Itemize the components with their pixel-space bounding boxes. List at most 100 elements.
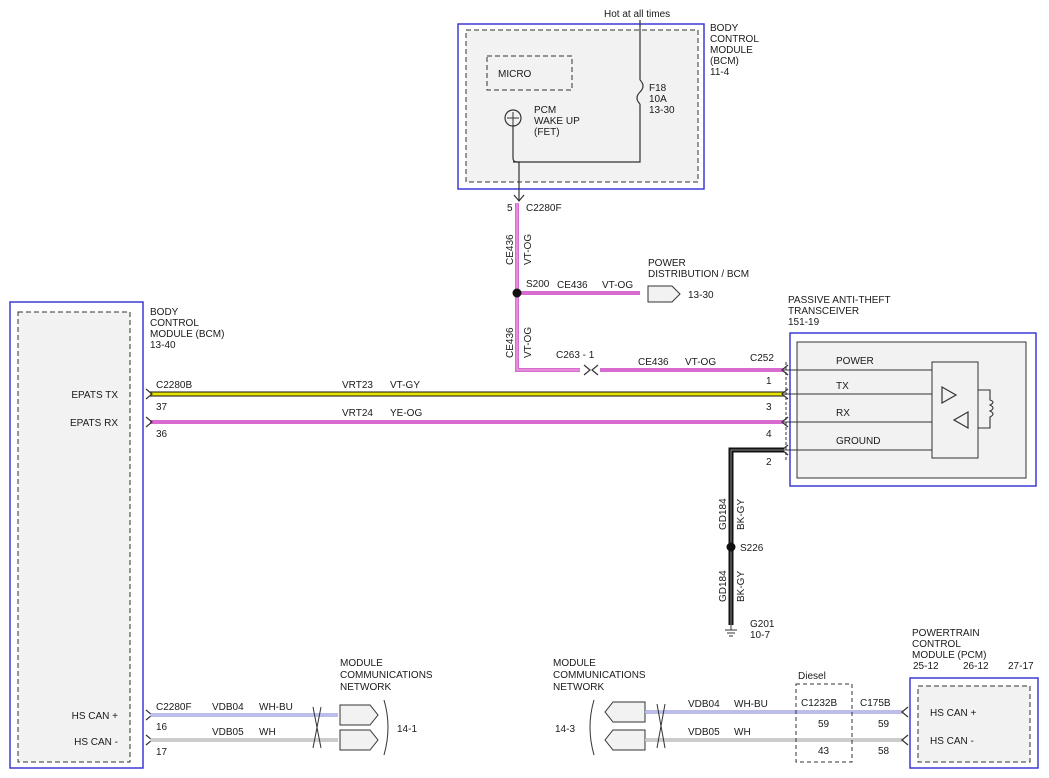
twisted-pair-icon: [656, 703, 666, 749]
c175b-label: C175B: [860, 698, 891, 709]
gd184-circuit-lower: GD184: [718, 570, 729, 602]
gd184-color-lower: BK-GY: [736, 571, 747, 602]
connector-arrow-icon: [781, 364, 789, 376]
amplifier-tx-icon: [941, 385, 958, 405]
bcm-left-title-4: 13-40: [150, 340, 176, 351]
ce436-circuit-upper: CE436: [505, 234, 516, 265]
network-left-line-2: COMMUNICATIONS: [340, 670, 433, 681]
page-ref-arrow-icon: [604, 701, 646, 723]
page-ref-arrow-icon: [647, 285, 681, 303]
micro-label: MICRO: [498, 69, 532, 80]
c2280f-bottom-pin-plus: 16: [156, 722, 168, 733]
connector-arrow-icon: [901, 706, 909, 718]
ce436-circuit-pats: CE436: [638, 357, 669, 368]
ground-g201-ref: 10-7: [750, 630, 770, 641]
vrt24-color: YE-OG: [390, 408, 422, 419]
splice-s200: [512, 288, 522, 298]
fet-line-1: PCM: [534, 105, 556, 116]
network-left-ref: 14-1: [397, 724, 417, 735]
ce436-color-pats: VT-OG: [685, 357, 716, 368]
power-dist-line-2: DISTRIBUTION / BCM: [648, 269, 749, 280]
ce436-color-upper: VT-OG: [523, 234, 534, 265]
c2280b-pin-rx: 36: [156, 429, 168, 440]
pats-title-2: TRANSCEIVER: [788, 306, 859, 317]
power-distribution-ref: POWER DISTRIBUTION / BCM 13-30: [647, 258, 749, 303]
bcm-top-title-5: 11-4: [710, 67, 730, 78]
pats-pin-power: 1: [766, 376, 772, 387]
wire-ce436: S200 CE436 VT-OG CE436 VT-OG CE436 VT-OG…: [505, 203, 784, 376]
c252-label: C252: [750, 353, 774, 364]
bcm-hs-can-minus-label: HS CAN -: [74, 737, 118, 748]
ce436-circuit-branch: CE436: [557, 280, 588, 291]
fuse-line-3: 13-30: [649, 105, 675, 116]
network-right-ref: 14-3: [555, 724, 575, 735]
hot-at-all-times-label: Hot at all times: [604, 9, 670, 20]
power-dist-ref: 13-30: [688, 290, 714, 301]
vrt24-circuit: VRT24: [342, 408, 373, 419]
vdb04-color-right: WH-BU: [734, 699, 768, 710]
pats-rx-label: RX: [836, 408, 850, 419]
pcm-title-2: CONTROL: [912, 639, 961, 650]
pcm-ref-1: 25-12: [913, 661, 939, 672]
can-network-right: MODULE COMMUNICATIONS NETWORK 14-3 VDB04…: [553, 658, 909, 763]
pats-power-label: POWER: [836, 356, 874, 367]
c1232b-label: C1232B: [801, 698, 837, 709]
network-right-line-3: NETWORK: [553, 682, 604, 693]
power-dist-line-1: POWER: [648, 258, 686, 269]
c263-connector-icon: [583, 364, 591, 376]
vdb05-circuit-left: VDB05: [212, 727, 244, 738]
splice-s226-label: S226: [740, 543, 764, 554]
network-left-line-3: NETWORK: [340, 682, 391, 693]
vdb04-circuit-left: VDB04: [212, 702, 244, 713]
ce436-color-lower: VT-OG: [523, 327, 534, 358]
pats-title-1: PASSIVE ANTI-THEFT: [788, 295, 891, 306]
connector-arrow-icon: [145, 416, 153, 428]
ce436-color-branch: VT-OG: [602, 280, 633, 291]
wire-gd184: S226 GD184 BK-GY GD184 BK-GY G201 10-7: [718, 447, 784, 641]
connector-arrow-icon: [145, 388, 153, 400]
pats-module: PASSIVE ANTI-THEFT TRANSCEIVER 151-19 PO…: [750, 295, 1037, 487]
bcm-left-title-1: BODY: [150, 307, 179, 318]
bcm-left-module: BODY CONTROL MODULE (BCM) 13-40 EPATS TX…: [9, 301, 224, 769]
fuse-line-2: 10A: [649, 94, 667, 105]
connector-arrow-icon: [513, 194, 525, 202]
c2280f-bottom-pin-minus: 17: [156, 747, 168, 758]
vdb04-circuit-right: VDB04: [688, 699, 720, 710]
ground-g201-label: G201: [750, 619, 775, 630]
twisted-pair-icon: [312, 706, 322, 749]
fuse-line-1: F18: [649, 83, 667, 94]
bcm-left-title-2: CONTROL: [150, 318, 199, 329]
fet-line-2: WAKE UP: [534, 116, 580, 127]
pcm-hs-can-minus-label: HS CAN -: [930, 736, 974, 747]
bcm-epats-tx-label: EPATS TX: [71, 390, 118, 401]
bcm-top-module: MICRO PCM WAKE UP (FET) F18 10A 13-30 Ho…: [457, 9, 759, 200]
ground-icon: [725, 625, 737, 637]
pcm-title-1: POWERTRAIN: [912, 628, 980, 639]
fuse-icon: [636, 79, 644, 105]
bcm-left-title-3: MODULE (BCM): [150, 329, 224, 340]
pcm-title-3: MODULE (PCM): [912, 650, 986, 661]
amplifier-rx-icon: [952, 410, 969, 430]
pats-pin-ground: 2: [766, 457, 772, 468]
pcm-pin-can-plus: 59: [878, 719, 890, 730]
c263-label: C263 - 1: [556, 350, 595, 361]
c1232b-pin-2: 43: [818, 746, 830, 757]
ce436-circuit-lower: CE436: [505, 327, 516, 358]
micro-box: [486, 55, 573, 91]
bcm-top-title-3: MODULE: [710, 45, 753, 56]
vrt23-circuit: VRT23: [342, 380, 373, 391]
vrt23-color: VT-GY: [390, 380, 420, 391]
pats-title-3: 151-19: [788, 317, 820, 328]
vdb05-color-right: WH: [734, 727, 751, 738]
vdb05-circuit-right: VDB05: [688, 727, 720, 738]
pcm-hs-can-plus-label: HS CAN +: [930, 708, 977, 719]
splice-s226: [726, 542, 736, 552]
bcm-epats-rx-label: EPATS RX: [70, 418, 118, 429]
c1232b-pin-1: 59: [818, 719, 830, 730]
pats-ground-label: GROUND: [836, 436, 880, 447]
bcm-top-title-4: (BCM): [710, 56, 739, 67]
splice-s200-label: S200: [526, 279, 550, 290]
gd184-circuit-upper: GD184: [718, 498, 729, 530]
brace-icon: [383, 699, 389, 756]
